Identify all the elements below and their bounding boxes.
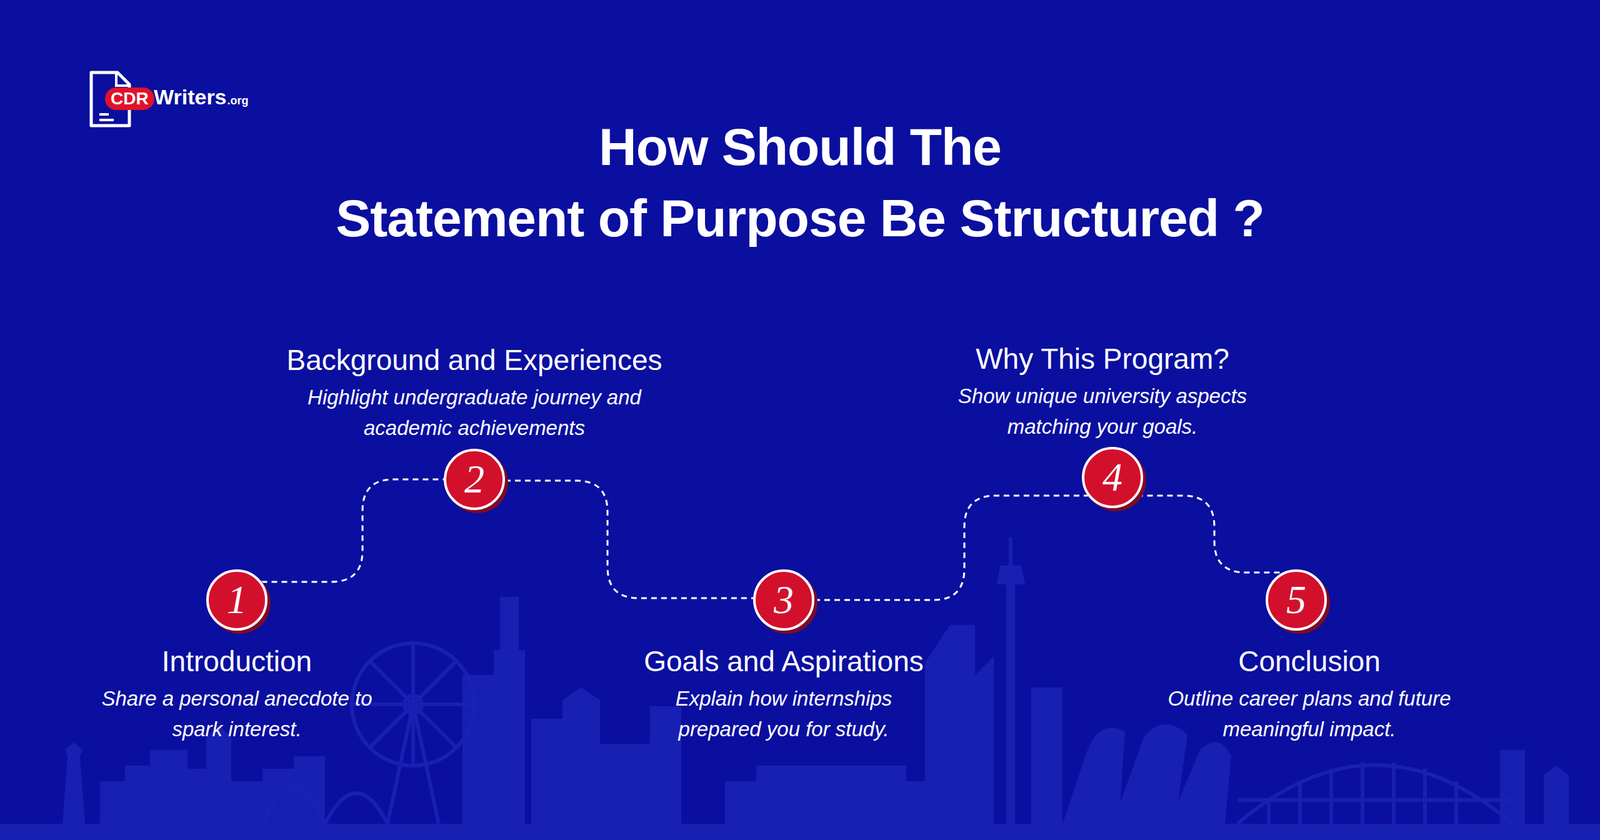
- step-heading: Goals and Aspirations: [546, 642, 1022, 680]
- step-circle: 3Goals and AspirationsExplain how intern…: [753, 569, 815, 631]
- dashed-connector: [261, 479, 444, 582]
- dashed-connector: [505, 480, 754, 599]
- step-heading: Why This Program?: [865, 340, 1340, 378]
- step-description: Show unique university aspects matching …: [943, 380, 1262, 442]
- dashed-connector: [1136, 495, 1283, 573]
- brand-text: .org: [227, 94, 249, 108]
- logo-badge: CDR: [105, 87, 155, 110]
- diagram-title: How Should The Statement of Purpose Be S…: [0, 111, 1600, 254]
- brand-text: Writers: [153, 85, 227, 110]
- logo-text: CDR: [110, 87, 149, 110]
- step-number: 4: [1084, 449, 1141, 506]
- step-description: Explain how internships prepared you for…: [652, 683, 915, 745]
- step-caption: Background and ExperiencesHighlight unde…: [236, 341, 712, 444]
- brand-wordmark: Writers.org: [153, 85, 249, 110]
- step-circle: 1IntroductionShare a personal anecdote t…: [206, 569, 268, 631]
- dashed-connector: [814, 495, 1089, 600]
- step-caption: ConclusionOutline career plans and futur…: [1071, 642, 1547, 745]
- step-number: 1: [208, 571, 265, 629]
- step-caption: IntroductionShare a personal anecdote to…: [0, 642, 475, 745]
- step-heading: Conclusion: [1071, 642, 1547, 680]
- step-description: Highlight undergraduate journey and acad…: [305, 381, 644, 444]
- step-number: 2: [446, 451, 503, 508]
- step-description: Outline career plans and future meaningf…: [1165, 683, 1454, 745]
- step-number: 5: [1268, 571, 1325, 629]
- step-circle: 4Why This Program?Show unique university…: [1081, 446, 1144, 509]
- step-caption: Why This Program?Show unique university …: [865, 340, 1340, 442]
- step-circle: 5ConclusionOutline career plans and futu…: [1265, 569, 1327, 631]
- step-heading: Background and Experiences: [236, 341, 712, 379]
- step-circle: 2Background and ExperiencesHighlight und…: [443, 448, 505, 510]
- step-heading: Introduction: [0, 642, 475, 680]
- step-description: Share a personal anecdote to spark inter…: [90, 683, 384, 745]
- step-number: 3: [755, 571, 812, 629]
- step-caption: Goals and AspirationsExplain how interns…: [546, 642, 1022, 745]
